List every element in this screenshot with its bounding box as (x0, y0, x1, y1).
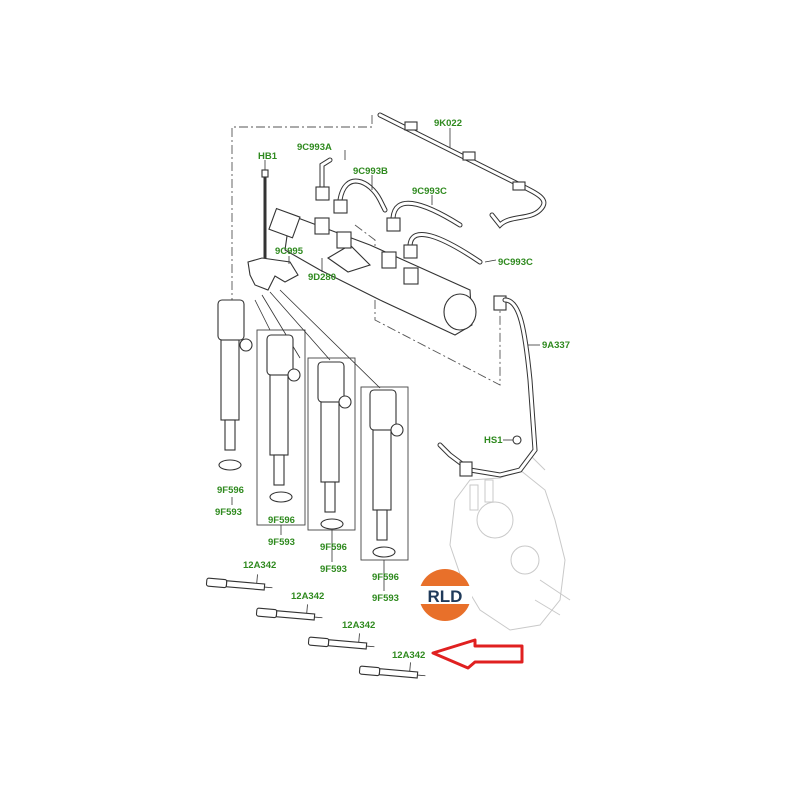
label-9c993a: 9C993A (297, 142, 332, 153)
injector-1 (217, 299, 253, 471)
label-glow-plug-3: 12A342 (342, 620, 375, 631)
injector-4 (369, 389, 404, 558)
injector-boxes (231, 289, 409, 591)
injector-3 (317, 361, 352, 530)
label-hs1: HS1 (484, 435, 503, 446)
logo-text: RLD (428, 587, 463, 606)
label-9c993b: 9C993B (353, 166, 388, 177)
label-9c993c-lower: 9C993C (498, 257, 533, 268)
label-9c995: 9C995 (275, 246, 304, 257)
label-injector-3: 9F593 (320, 564, 347, 575)
clamp-9c995 (247, 256, 299, 291)
label-9c993c-upper: 9C993C (412, 186, 447, 197)
label-hb1: HB1 (258, 151, 278, 162)
fuel-return-hose (377, 112, 547, 229)
reference-lines (231, 115, 501, 386)
glow-plug-1 (205, 574, 273, 591)
label-injector-4: 9F593 (372, 593, 399, 604)
glow-plug-3 (307, 633, 375, 650)
bolt-hb1 (261, 160, 269, 270)
label-seal-3: 9F596 (320, 542, 347, 553)
label-injector-2: 9F593 (268, 537, 295, 548)
hp-pipes (315, 150, 497, 265)
label-seal-4: 9F596 (372, 572, 399, 583)
label-glow-plug-4: 12A342 (392, 650, 425, 661)
fuel-rail (268, 207, 477, 336)
label-9k022: 9K022 (434, 118, 462, 129)
label-glow-plug-1: 12A342 (243, 560, 276, 571)
label-glow-plug-2: 12A342 (291, 591, 324, 602)
label-injector-1: 9F593 (215, 507, 242, 518)
highlight-arrow (431, 638, 524, 670)
feed-pipe (437, 295, 540, 478)
injector-2 (266, 334, 301, 503)
glow-plug-4 (358, 662, 426, 679)
label-9d280: 9D280 (308, 272, 336, 283)
label-seal-1: 9F596 (217, 485, 244, 496)
label-9a337: 9A337 (542, 340, 570, 351)
label-seal-2: 9F596 (268, 515, 295, 526)
rld-logo: RLD (418, 569, 472, 621)
glow-plug-2 (255, 604, 323, 621)
